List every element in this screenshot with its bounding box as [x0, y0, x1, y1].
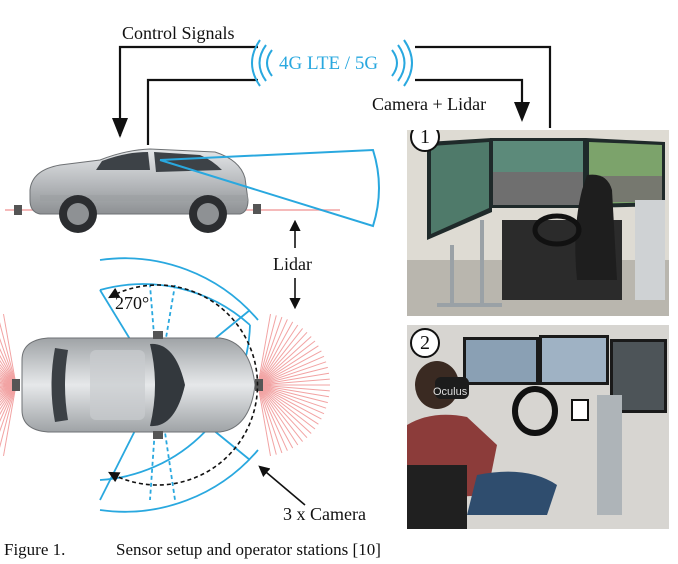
lidar-ray — [0, 384, 17, 403]
control-signals-arrow — [112, 45, 258, 145]
lidar-ray — [257, 378, 330, 386]
lidar-label: Lidar — [273, 254, 312, 274]
lidar-ray — [0, 384, 17, 448]
lidar-ray — [0, 384, 17, 390]
lidar-ray — [257, 384, 319, 425]
lidar-ray — [257, 384, 303, 442]
lidar-ray — [257, 384, 322, 420]
lidar-ray — [0, 372, 17, 386]
lidar-ray — [3, 314, 17, 386]
lidar-ray — [257, 336, 312, 386]
lidar-ray — [0, 359, 17, 386]
lidar-ray — [0, 354, 17, 386]
angle-label: 270° — [115, 293, 150, 313]
lidar-ray — [257, 384, 328, 404]
station-number-badge-1: 1 — [410, 130, 440, 152]
lidar-ray — [257, 384, 330, 398]
caption-text: Sensor setup and operator stations [10] — [116, 540, 381, 559]
lidar-ray — [0, 384, 17, 396]
lidar-ray — [257, 355, 325, 386]
front-lidar-rays — [257, 314, 330, 456]
three-camera-label: 3 x Camera — [283, 504, 366, 524]
side-view-car — [14, 148, 261, 233]
camera-lidar-arrow — [415, 45, 552, 128]
figure-number: Figure 1. — [4, 540, 66, 559]
station-number-badge-2: 2 — [410, 328, 440, 358]
lidar-ray — [257, 319, 288, 386]
lidar-ray — [0, 384, 17, 422]
operator-station-photo-1: 1 — [407, 130, 669, 316]
lidar-ray — [257, 315, 277, 386]
lidar-ray — [0, 377, 17, 386]
camera-lidar-label: Camera + Lidar — [372, 94, 487, 114]
lidar-ray — [0, 369, 17, 386]
lidar-ray — [257, 321, 294, 386]
rear-lidar-rays — [0, 314, 17, 456]
lidar-ray — [257, 361, 327, 386]
network-label: 4G LTE / 5G — [279, 53, 379, 74]
vr-station-illustration — [407, 325, 669, 529]
lidar-ray — [257, 384, 294, 449]
lidar-ray — [257, 316, 283, 386]
lidar-ray — [0, 384, 17, 401]
lidar-ray — [257, 372, 330, 386]
oculus-brand-label: Oculus — [433, 386, 468, 398]
lidar-ray — [257, 384, 299, 446]
lidar-ray — [0, 375, 17, 386]
simulator-rig-illustration — [407, 130, 669, 316]
wireless-wave-left-icon — [251, 39, 273, 87]
lidar-ray — [257, 331, 308, 386]
lidar-ray — [257, 384, 327, 409]
lidar-ray — [257, 324, 299, 386]
lidar-ray — [0, 384, 17, 387]
lidar-ray — [257, 384, 308, 439]
lidar-ray — [0, 384, 17, 411]
lidar-ray — [0, 383, 17, 386]
top-view-car — [12, 331, 263, 439]
lidar-ray — [0, 363, 17, 386]
lidar-ray — [257, 384, 283, 454]
camera-pointer-arrow — [258, 465, 306, 506]
lidar-ray — [0, 379, 17, 386]
lidar-ray — [3, 384, 17, 456]
lidar-ray — [257, 350, 322, 386]
lidar-ray — [257, 345, 319, 386]
lidar-ray — [257, 384, 288, 451]
lidar-ray — [0, 338, 17, 386]
figure-caption: Figure 1. Sensor setup and operator stati… — [4, 540, 381, 560]
side-camera-cone — [159, 148, 380, 228]
control-signals-label: Control Signals — [122, 23, 235, 43]
rotation-arc-270 — [108, 284, 259, 486]
lidar-ray — [257, 314, 271, 386]
lidar-ray — [0, 381, 17, 386]
wireless-wave-right-icon — [391, 39, 413, 87]
lidar-ray — [0, 384, 17, 398]
lidar-ray — [0, 348, 17, 386]
lidar-ray — [0, 384, 17, 432]
lidar-ray — [0, 384, 17, 391]
lidar-ray — [257, 328, 303, 386]
lidar-ray — [0, 384, 17, 416]
lidar-ray — [0, 380, 17, 386]
lidar-ray — [257, 384, 271, 456]
lidar-ray — [257, 384, 330, 392]
lidar-ray — [0, 374, 17, 386]
operator-station-photo-2: Oculus 2 — [407, 325, 669, 529]
lidar-ray — [0, 322, 17, 386]
lidar-ray — [0, 384, 17, 407]
lidar-ray — [257, 384, 325, 415]
lidar-ray — [257, 384, 312, 434]
lidar-ray — [0, 367, 17, 386]
lidar-ray — [0, 384, 17, 393]
lidar-ray — [257, 340, 316, 386]
lidar-ray — [257, 384, 277, 455]
lidar-ray — [0, 384, 17, 395]
lidar-ray — [257, 384, 316, 430]
lidar-ray — [0, 384, 17, 389]
lidar-ray — [257, 366, 328, 386]
